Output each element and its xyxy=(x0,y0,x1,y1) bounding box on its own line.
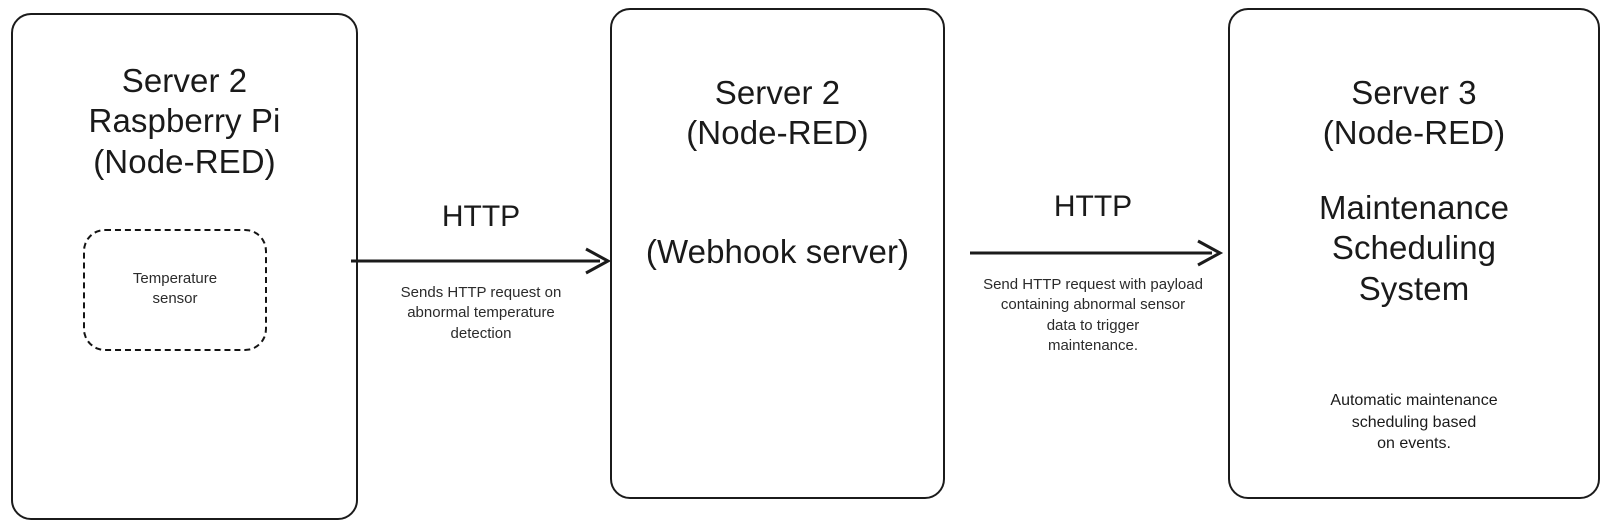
temperature-sensor-label: Temperature sensor xyxy=(132,270,218,308)
edge-webhook-to-maintenance-arrow xyxy=(969,237,1224,277)
edge-pi-to-webhook-protocol-label: HTTP xyxy=(441,200,521,233)
edge-pi-to-webhook-description: Sends HTTP request on abnormal temperatu… xyxy=(400,284,562,342)
node-server3-maintenance-name: Maintenance Scheduling System xyxy=(1318,189,1510,307)
node-server2-webhook-title: Server 2 (Node-RED) xyxy=(686,74,869,152)
node-server2-raspberry-pi-title: Server 2 Raspberry Pi (Node-RED) xyxy=(88,62,281,180)
node-server2-webhook[interactable]: Server 2 (Node-RED) (Webhook server) xyxy=(610,8,945,499)
edge-webhook-to-maintenance-description: Send HTTP request with payload containin… xyxy=(983,276,1203,354)
edge-pi-to-webhook-arrow xyxy=(350,245,612,285)
node-server3-maintenance[interactable]: Server 3 (Node-RED) Maintenance Scheduli… xyxy=(1228,8,1600,499)
node-server3-maintenance-title: Server 3 (Node-RED) xyxy=(1322,74,1506,152)
node-server3-maintenance-caption: Automatic maintenance scheduling based o… xyxy=(1330,392,1498,453)
edge-webhook-to-maintenance-protocol-label: HTTP xyxy=(1053,190,1133,223)
temperature-sensor-box[interactable]: Temperature sensor xyxy=(83,229,267,351)
node-server2-webhook-subtitle: (Webhook server) xyxy=(645,233,910,270)
node-server2-raspberry-pi[interactable]: Server 2 Raspberry Pi (Node-RED) Tempera… xyxy=(11,13,358,520)
